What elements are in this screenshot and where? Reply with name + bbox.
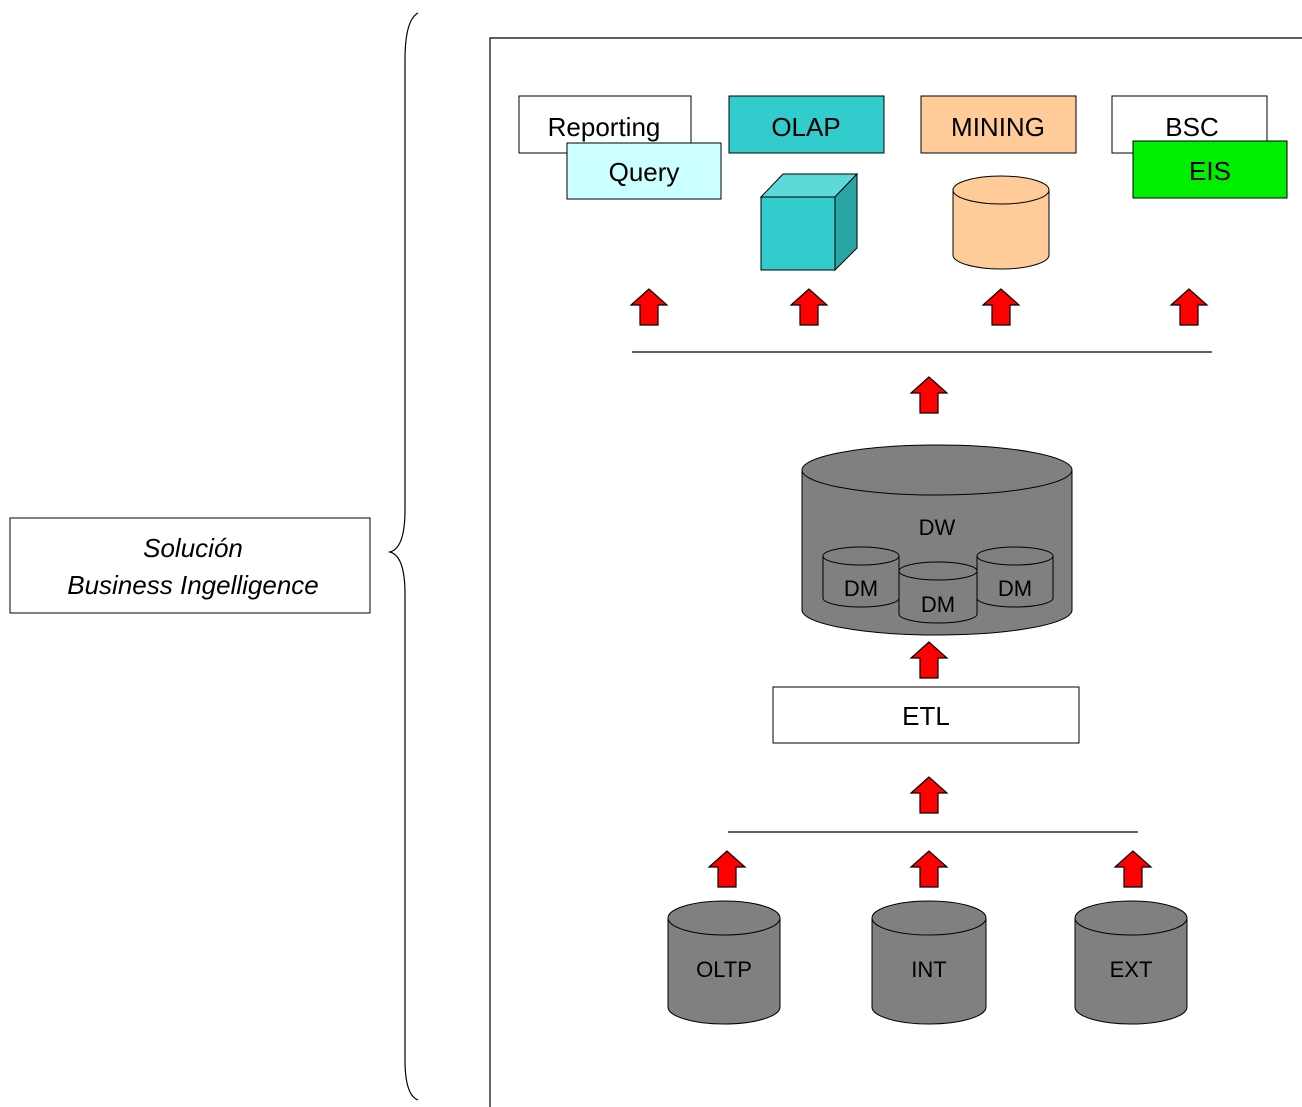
dm-cylinder-center: DM: [898, 561, 978, 624]
up-arrow-icon: [910, 376, 948, 414]
reporting-box: Reporting: [518, 95, 692, 154]
up-arrow-icon: [910, 850, 948, 888]
etl-box: ETL: [772, 686, 1080, 744]
ext-cylinder: EXT: [1074, 900, 1188, 1025]
up-arrow-icon: [1114, 850, 1152, 888]
etl-label: ETL: [902, 701, 950, 731]
oltp-label: OLTP: [696, 957, 752, 982]
up-arrow-icon: [1170, 288, 1208, 326]
int-cylinder: INT: [871, 900, 987, 1025]
eis-label: EIS: [1189, 156, 1231, 186]
oltp-cylinder: OLTP: [667, 900, 781, 1025]
solution-label-box: Solución Business Ingelligence: [9, 517, 371, 614]
olap-box: OLAP: [728, 95, 885, 154]
up-arrow-icon: [982, 288, 1020, 326]
dm-left-label: DM: [844, 576, 878, 601]
ext-label: EXT: [1110, 957, 1153, 982]
dm-right-label: DM: [998, 576, 1032, 601]
reporting-label: Reporting: [548, 112, 661, 142]
up-arrow-icon: [708, 850, 746, 888]
mining-box: MINING: [920, 95, 1077, 154]
bsc-label: BSC: [1165, 112, 1218, 142]
up-arrow-icon: [630, 288, 668, 326]
dm-cylinder-right: DM: [976, 546, 1054, 608]
up-arrow-icon: [910, 776, 948, 814]
olap-cube-icon: [759, 172, 859, 272]
olap-label: OLAP: [771, 112, 840, 142]
curly-brace: [387, 12, 419, 1101]
up-arrow-icon: [790, 288, 828, 326]
query-box: Query: [566, 142, 722, 200]
solution-label-line2: Business Ingelligence: [67, 570, 319, 600]
eis-box: EIS: [1132, 140, 1288, 199]
up-arrow-icon: [910, 641, 948, 679]
mining-label: MINING: [951, 112, 1045, 142]
query-label: Query: [609, 157, 680, 187]
architecture-frame: [489, 37, 1302, 1107]
dm-cylinder-left: DM: [822, 546, 900, 608]
dm-center-label: DM: [921, 592, 955, 617]
mining-cylinder-icon: [952, 175, 1050, 270]
solution-label-line1: Solución: [143, 533, 243, 563]
dw-label: DW: [919, 515, 956, 540]
int-label: INT: [911, 957, 946, 982]
